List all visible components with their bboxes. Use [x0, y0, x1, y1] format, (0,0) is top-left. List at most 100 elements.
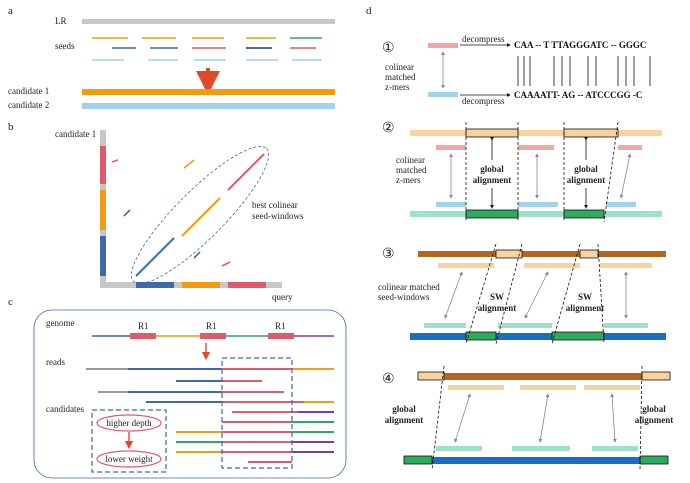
sw-1b: alignment — [478, 303, 517, 313]
seed-window — [498, 323, 552, 328]
candidate-bar — [418, 373, 670, 380]
match-arrow — [619, 153, 632, 199]
reads-label: reads — [46, 357, 65, 367]
seed-window — [592, 446, 638, 451]
match-arrow — [444, 271, 463, 319]
decompress-top: decompress — [462, 34, 505, 44]
global-block — [403, 455, 433, 465]
zmers2-line3: z-mers — [396, 175, 421, 185]
sequence-top: CAA -- T TTAGGGATC -- GGGC — [514, 40, 646, 50]
align-block — [465, 209, 519, 219]
step1-marker: ① — [382, 41, 395, 56]
seed-window — [512, 446, 570, 451]
global-alignment-2a: global — [574, 164, 598, 174]
align-block — [563, 209, 605, 219]
sequence-bottom: CAAAATT- AG -- ATCCCGG -C — [514, 90, 642, 100]
global-block — [639, 455, 669, 465]
seeds-label: seeds — [55, 41, 75, 51]
panel-d: d ① colinear matched z-mers decompress d… — [366, 5, 674, 471]
global4-1b: alignment — [385, 415, 424, 425]
zmers-line3: z-mers — [385, 82, 410, 92]
zmer-bottom — [428, 92, 458, 97]
seed-window — [436, 446, 482, 451]
annotation-line2: seed-windows — [252, 211, 304, 221]
colinear-seed — [181, 197, 221, 237]
repeat-label: R1 — [138, 321, 149, 331]
sw-2b: alignment — [566, 303, 605, 313]
annotation-line1: best colinear — [252, 200, 298, 210]
global-block — [417, 371, 445, 381]
panel-c: c genome R1 R1 R1 reads candidates — [8, 296, 347, 479]
zmers2-line2: matched — [396, 165, 427, 175]
match-arrow — [524, 271, 549, 319]
dashed-guides — [465, 121, 619, 223]
panel-c-frame — [33, 309, 347, 479]
lr-label: LR — [55, 16, 67, 26]
candidate-bar — [418, 251, 666, 257]
repeat-block — [268, 333, 294, 339]
lower-weight-badge — [96, 450, 162, 468]
repeat-block — [130, 333, 156, 339]
dashed-guides — [431, 365, 643, 471]
candidate2-bar — [82, 103, 335, 109]
zmers2-line1: colinear — [396, 155, 425, 165]
step4-marker: ④ — [382, 372, 395, 387]
seed-hit — [123, 209, 131, 217]
zmer — [518, 145, 554, 150]
query-bar — [410, 211, 662, 217]
repeat-label: R1 — [206, 321, 217, 331]
higher-depth-badge — [96, 414, 162, 432]
candidate2-label: candidate 2 — [8, 100, 49, 110]
y-segment — [100, 146, 106, 184]
panel-a-label: a — [8, 5, 13, 17]
seed-hit — [111, 159, 119, 163]
seed-segments — [92, 37, 322, 61]
colinear-seed — [135, 237, 175, 277]
alignment-ticks — [517, 56, 651, 86]
align-block — [563, 128, 619, 138]
seed-window — [520, 385, 576, 390]
sw-block — [465, 331, 497, 341]
guide — [465, 243, 497, 345]
x-segment — [136, 282, 174, 288]
global-block — [641, 371, 671, 381]
global4-2b: alignment — [635, 415, 674, 425]
seed-window — [604, 323, 648, 328]
long-read-bar — [82, 19, 335, 24]
panel-d-label: d — [366, 5, 372, 17]
zmer — [618, 145, 642, 150]
decompress-bottom: decompress — [462, 96, 505, 106]
match-arrow — [454, 393, 471, 443]
seed-hit — [221, 261, 231, 267]
seed-window — [524, 263, 580, 268]
zmer — [436, 145, 466, 150]
global-alignment-1a: global — [480, 164, 504, 174]
higher-depth-text: higher depth — [106, 418, 152, 428]
seed-hit — [183, 159, 195, 169]
query-bar — [410, 333, 666, 340]
weighting-box — [91, 409, 167, 473]
zmer-top — [428, 43, 458, 48]
x-segment — [228, 282, 266, 288]
zmer — [606, 202, 636, 207]
seed-window — [424, 323, 466, 328]
x-segment — [182, 282, 220, 288]
panel-b-label: b — [8, 121, 14, 133]
repeat-block — [200, 333, 226, 339]
match-arrow — [538, 393, 550, 443]
seed-window — [438, 263, 494, 268]
panel-a: a LR seeds candidate 1 candidate 2 — [8, 5, 335, 110]
candidate1-label: candidate 1 — [8, 86, 49, 96]
candidates-label: candidates — [46, 404, 84, 414]
sw-block — [551, 331, 605, 341]
panel-b: b candidate 1 query best colinear seed-w… — [8, 121, 304, 302]
seed-window — [584, 385, 640, 390]
seedwin-line2: seed-windows — [378, 292, 430, 302]
global-alignment-2b: alignment — [567, 175, 606, 185]
colinear-seed — [227, 153, 265, 191]
panel-c-label: c — [8, 296, 13, 308]
match-arrow — [610, 393, 617, 443]
candidate-bar — [410, 130, 662, 136]
zmer — [436, 202, 466, 207]
zmers-line1: colinear — [385, 62, 414, 72]
